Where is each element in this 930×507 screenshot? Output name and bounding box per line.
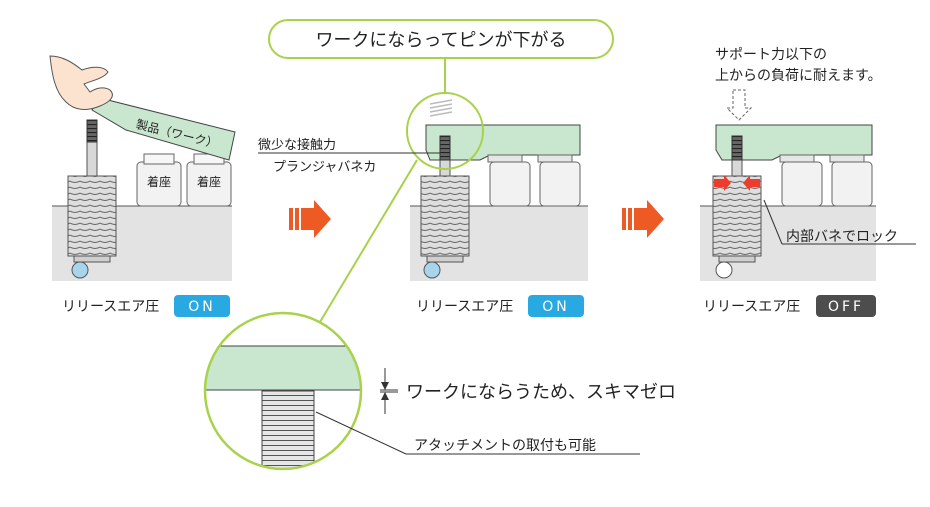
step2-panel: 微少な接触力 プランジャバネカ リリースエア圧 ON bbox=[258, 92, 588, 317]
step2-note-line-2: プランジャバネカ bbox=[273, 160, 376, 175]
step1-air-label: リリースエア圧 bbox=[62, 299, 159, 315]
zoom-circle bbox=[203, 311, 363, 471]
step1-air-state: ON bbox=[188, 299, 216, 315]
step3-air-label: リリースエア圧 bbox=[703, 299, 800, 315]
step3-support-line-2: 上からの負荷に耐えます。 bbox=[715, 68, 882, 84]
zoom-attachment-label: アタッチメントの取付も可能 bbox=[414, 438, 596, 454]
step3-air-state: OFF bbox=[828, 299, 864, 315]
lock-arrows bbox=[714, 175, 760, 191]
step1-seat-label-2: 着座 bbox=[197, 174, 221, 189]
zoom-gap-label: ワークにならうため、スキマゼロ bbox=[406, 382, 676, 403]
step-arrow-1 bbox=[289, 200, 331, 238]
zoom-detail: ワークにならうため、スキマゼロ アタッチメントの取付も可能 bbox=[203, 159, 676, 471]
step2-cylinder-body bbox=[420, 175, 470, 257]
step2-air-badge bbox=[528, 295, 584, 317]
step1-pin-tip bbox=[86, 119, 98, 143]
step1-pin-rod bbox=[86, 141, 98, 178]
step1-panel: 着座 着座 製品（ワーク） リリースエア圧 ON bbox=[49, 55, 236, 317]
step1-seat-1: 着座 bbox=[136, 153, 182, 207]
step1-seat-2: 着座 bbox=[186, 153, 232, 207]
step1-air-badge bbox=[174, 295, 230, 317]
step2-ball bbox=[423, 261, 441, 279]
callout: ワークにならってピンが下がる bbox=[268, 19, 614, 93]
step3-work bbox=[715, 124, 873, 161]
step3-lock-label: 内部バネでロック bbox=[786, 229, 898, 245]
step2-air-state: ON bbox=[542, 299, 570, 315]
step2-work bbox=[425, 124, 581, 161]
gap-indicator bbox=[380, 368, 398, 414]
step1-ball bbox=[71, 261, 89, 279]
step3-cylinder-body bbox=[712, 175, 762, 257]
load-arrow bbox=[725, 89, 753, 121]
step3-ball bbox=[715, 261, 733, 279]
step3-support-line-1: サポート力以下の bbox=[715, 47, 827, 63]
step2-pin-tip bbox=[439, 135, 451, 161]
step3-pin-tip bbox=[731, 135, 743, 161]
callout-title: ワークにならってピンが下がる bbox=[315, 30, 566, 51]
callout-box bbox=[268, 19, 614, 59]
step-arrow-2 bbox=[622, 200, 664, 238]
step1-cylinder-body bbox=[67, 175, 117, 257]
zoom-pin-thread bbox=[261, 390, 315, 469]
step3-air-badge bbox=[816, 295, 876, 317]
zoom-work bbox=[205, 345, 361, 391]
hand-icon bbox=[49, 55, 113, 110]
step3-panel: サポート力以下の 上からの負荷に耐えます。 内部バネでロック リリースエア圧 O… bbox=[700, 47, 916, 317]
step2-air-label: リリースエア圧 bbox=[416, 299, 513, 315]
motion-lines bbox=[429, 99, 453, 117]
step1-seat-label-1: 着座 bbox=[147, 174, 171, 189]
step2-note-line-1: 微少な接触力 bbox=[258, 137, 336, 153]
